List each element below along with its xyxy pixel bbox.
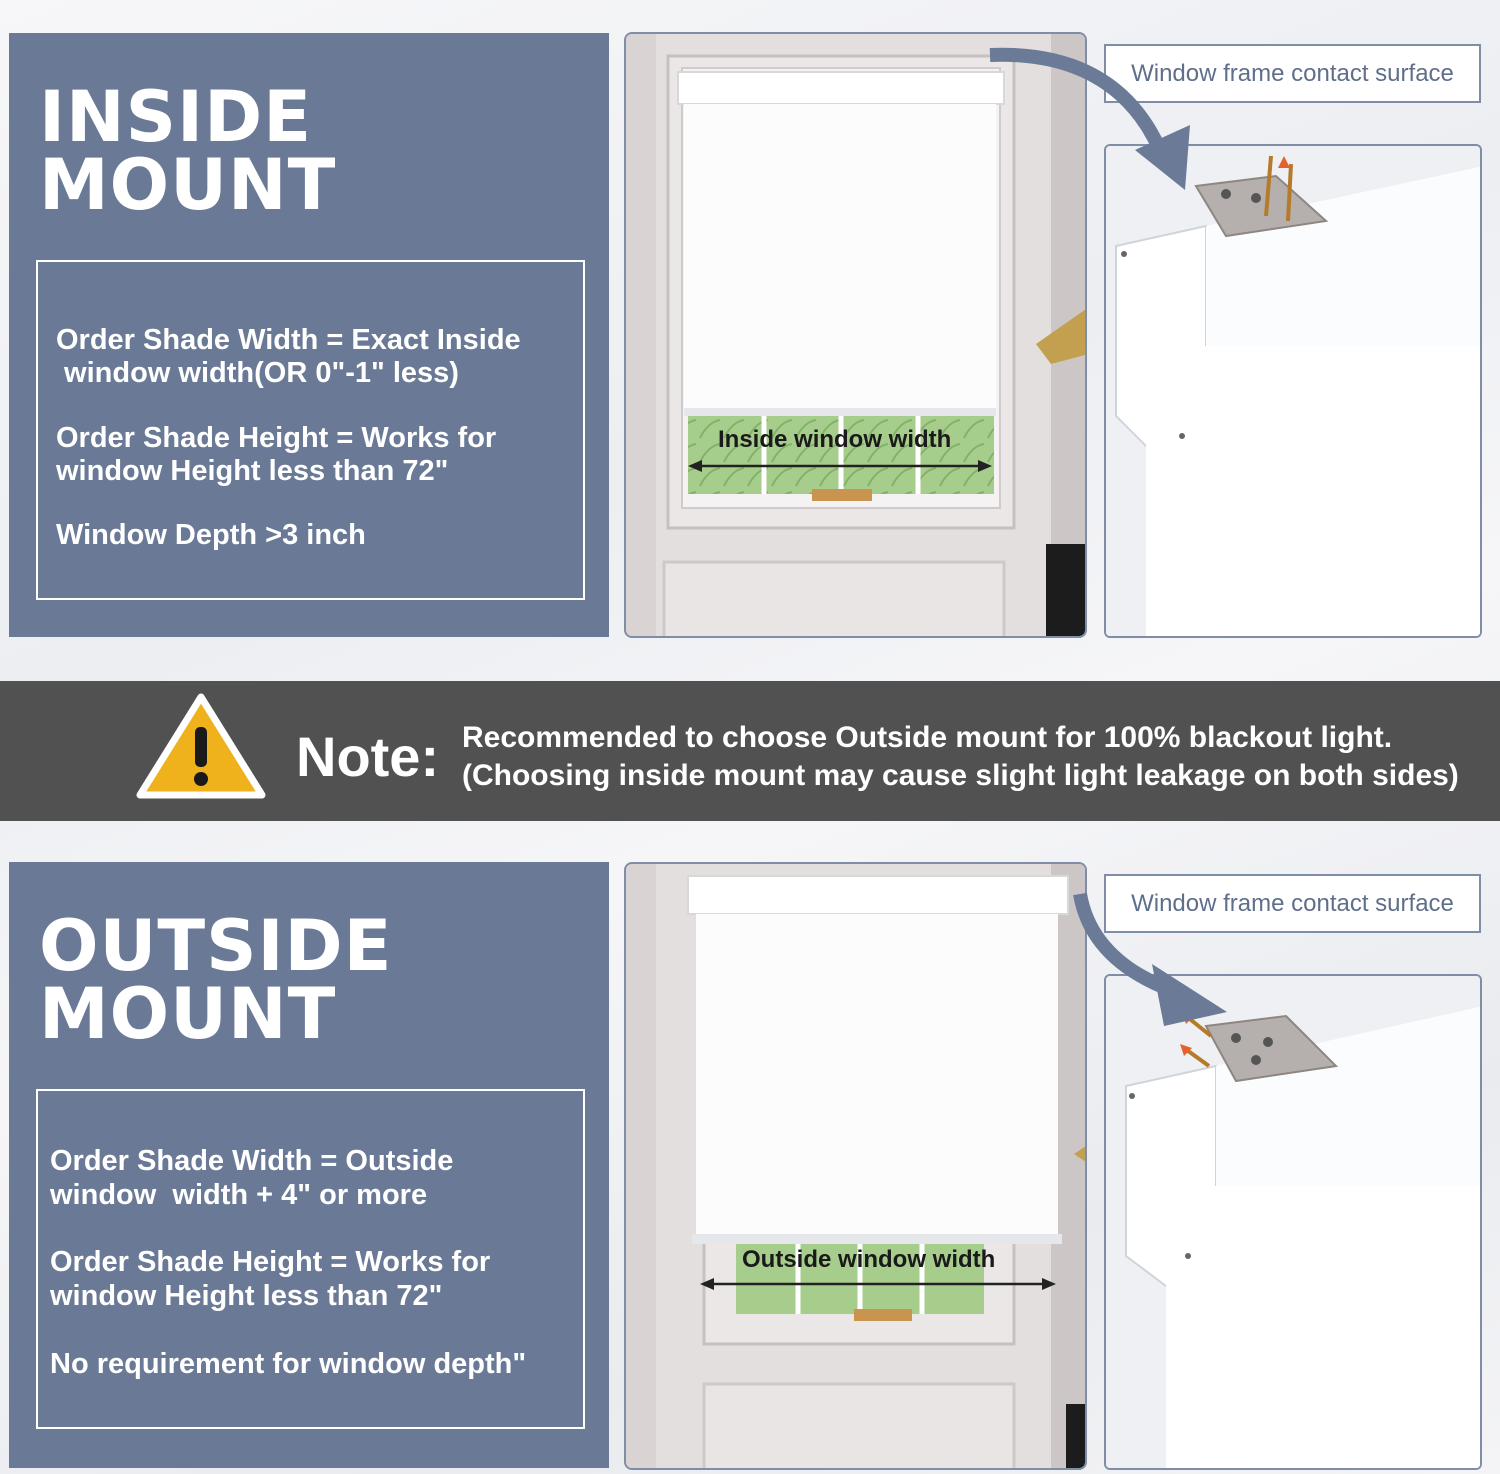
- inside-bracket-detail: [1104, 144, 1482, 638]
- inside-width-line2: window width(OR 0"-1" less): [56, 357, 459, 389]
- outside-bracket-illustration: [1106, 976, 1480, 1468]
- outside-height-line2: window Height less than 72": [50, 1280, 443, 1312]
- inside-title-line2: MOUNT: [39, 144, 337, 226]
- warning-icon: [136, 693, 266, 799]
- inside-mount-photo: Inside window width: [624, 32, 1087, 638]
- outside-title-line1: OUTSIDE: [39, 905, 393, 987]
- inside-window-illustration: [626, 34, 1085, 636]
- inside-curve-arrow-icon: [989, 47, 1190, 190]
- inside-window-width-label: Inside window width: [718, 426, 952, 453]
- inside-contact-surface-callout: Window frame contact surface: [1104, 44, 1481, 103]
- outside-window-illustration: [626, 864, 1085, 1468]
- inside-mount-title: INSIDE MOUNT: [39, 76, 337, 226]
- inside-mount-panel: INSIDE MOUNT Order Shade Width = Exact I…: [9, 33, 609, 637]
- inside-height-line2: window Height less than 72": [56, 455, 449, 487]
- note-label: Note:: [296, 725, 440, 788]
- outside-width-line2: window width + 4" or more: [50, 1179, 428, 1211]
- inside-height-line1: Order Shade Height = Works for: [56, 422, 497, 454]
- outside-mount-panel: OUTSIDE MOUNT Order Shade Width = Outsid…: [9, 862, 609, 1468]
- inside-width-line1: Order Shade Width = Exact Inside: [56, 324, 521, 356]
- inside-bracket-illustration: [1106, 146, 1480, 636]
- outside-mount-photo: Outside window width: [624, 862, 1087, 1470]
- outside-height-line1: Order Shade Height = Works for: [50, 1246, 491, 1278]
- outside-title-line2: MOUNT: [39, 973, 337, 1055]
- outside-depth-line: No requirement for window depth": [50, 1348, 527, 1380]
- outside-bracket-detail: [1104, 974, 1482, 1470]
- outside-mount-title: OUTSIDE MOUNT: [39, 905, 393, 1055]
- inside-title-line1: INSIDE: [39, 76, 313, 158]
- outside-spec-box: Order Shade Width = Outside window width…: [36, 1089, 585, 1429]
- outside-contact-surface-callout: Window frame contact surface: [1104, 874, 1481, 933]
- outside-curve-arrow-icon: [1073, 892, 1227, 1026]
- note-line1: Recommended to choose Outside mount for …: [462, 721, 1393, 754]
- note-line2: (Choosing inside mount may cause slight …: [462, 759, 1459, 792]
- inside-spec-box: Order Shade Width = Exact Inside window …: [36, 260, 585, 600]
- outside-window-width-label: Outside window width: [742, 1246, 996, 1273]
- outside-width-line1: Order Shade Width = Outside: [50, 1145, 454, 1177]
- inside-depth-line: Window Depth >3 inch: [56, 519, 366, 551]
